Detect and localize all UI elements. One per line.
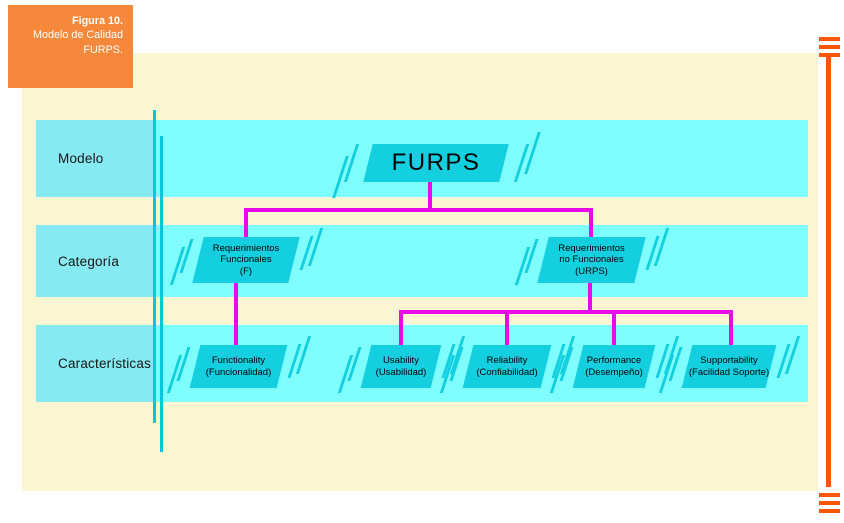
connector-drop-supportability [729,310,733,346]
node-text: Requerimientos [558,243,625,255]
node-text: Supportability [700,355,758,367]
vertical-rule-left-inner [160,136,163,452]
node-text: (URPS) [575,265,608,277]
node-text: Usability [383,355,419,367]
connector-drop-no-funcionales [589,208,593,238]
margin-tick-bottom-1 [819,493,840,497]
figure-title-line2: FURPS. [83,43,123,56]
node-text: (Confiabilidad) [476,366,538,378]
connector-drop-performance [612,310,616,346]
figure-number: Figura 10. [71,15,123,27]
node-text: (Usabilidad) [375,366,427,378]
node-text: Requerimientos [212,243,280,255]
row-label-zone-categoria: Categoría [36,225,154,297]
node-label: Requerimientos no Funcionales (URPS) [543,237,640,283]
node-reliability: Reliability (Confiabilidad) [439,336,575,393]
connector-root-stem [428,181,432,210]
figure-title-line1: Modelo de Calidad [32,29,123,42]
band-categoria [36,225,808,297]
node-label: Reliability (Confiabilidad) [468,345,546,388]
node-performance: Performance (Desempeño) [549,336,679,393]
node-label: Usability (Usabilidad) [366,345,436,388]
margin-tick-top-2 [819,45,840,49]
node-text: Functionality [211,355,266,367]
row-label-caracteristicas: Características [58,356,152,371]
node-text: (F) [239,265,253,277]
row-label-categoria: Categoría [58,253,120,269]
node-furps: FURPS [332,132,540,198]
node-label: Functionality (Funcionalidad) [195,345,282,388]
figure-caption: Figura 10. Modelo de Calidad FURPS. [8,5,133,88]
margin-tick-top-1 [819,37,840,41]
connector-drop-usability [399,310,403,346]
node-text: Performance [586,355,642,367]
node-text: no Funcionales [559,254,624,266]
connector-level2-horizontal [399,310,733,314]
node-requerimientos-funcionales: Requerimientos Funcionales (F) [169,228,323,285]
node-text: (Funcionalidad) [205,366,272,378]
node-label: Performance (Desempeño) [578,345,650,388]
margin-tick-bottom-2 [819,501,840,505]
row-label-zone-caracteristicas: Características [36,325,154,402]
node-label: Supportability (Facilidad Soporte) [687,345,771,388]
node-furps-label: FURPS [368,144,504,182]
node-text: (Facilidad Soporte) [688,366,770,378]
node-text: Reliability [486,355,528,367]
vertical-rule-left-outer [153,110,156,423]
connector-funcionales-stem [234,282,238,346]
row-label-zone-modelo: Modelo [36,120,154,197]
connector-level1-horizontal [244,208,593,212]
connector-no-funcionales-stem [588,282,592,314]
margin-tick-top-3 [819,53,840,57]
node-supportability: Supportability (Facilidad Soporte) [658,336,800,393]
connector-drop-reliability [505,310,509,346]
row-label-modelo: Modelo [58,151,104,166]
node-text: (Desempeño) [585,366,643,378]
margin-rule [826,57,831,487]
connector-drop-funcionales [244,208,248,238]
node-functionality: Functionality (Funcionalidad) [166,336,311,393]
margin-tick-bottom-3 [819,509,840,513]
node-label: Requerimientos Funcionales (F) [198,237,294,283]
node-text: FURPS [391,148,481,176]
node-requerimientos-no-funcionales: Requerimientos no Funcionales (URPS) [514,228,669,285]
node-text: Funcionales [220,254,272,266]
node-usability: Usability (Usabilidad) [337,336,465,393]
